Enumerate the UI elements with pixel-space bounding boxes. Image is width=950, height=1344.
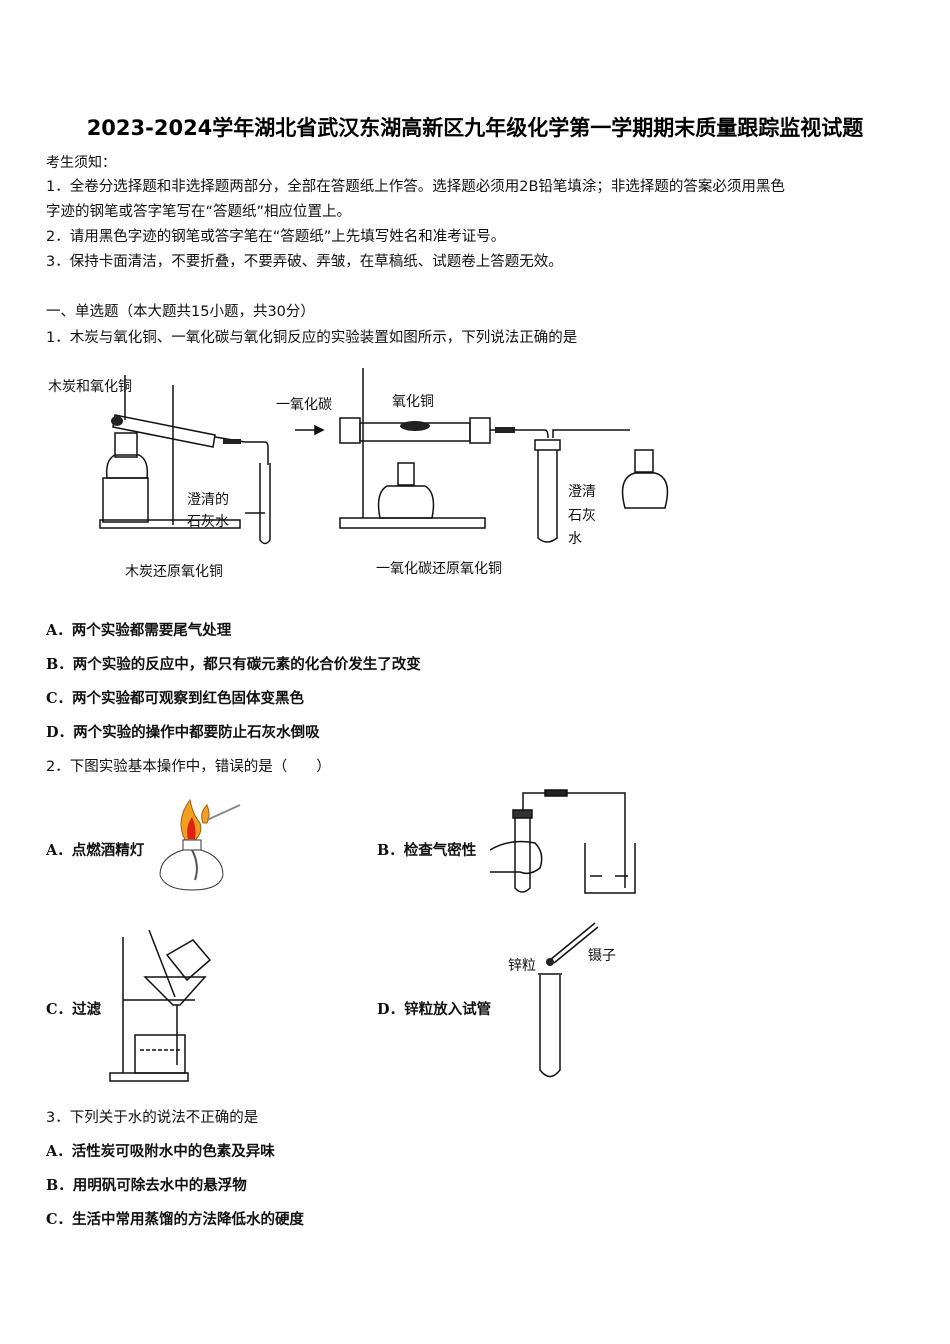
co-apparatus-icon	[295, 368, 669, 543]
q2-option-a: A．点燃酒精灯	[46, 842, 145, 859]
notice-heading: 考生须知：	[46, 155, 116, 171]
label-limewater-1: 澄清的	[187, 492, 229, 508]
notice-item-1-cont: 字迹的钢笔或答字笔写在“答题纸”相应位置上。	[46, 204, 352, 220]
q3-stem: 3．下列关于水的说法不正确的是	[46, 1110, 259, 1126]
q2-stem: 2．下图实验基本操作中，错误的是（ ）	[46, 759, 331, 775]
q3-option-c: C．生活中常用蒸馏的方法降低水的硬度	[46, 1211, 305, 1228]
q1-option-b: B．两个实验的反应中，都只有碳元素的化合价发生了改变	[46, 656, 421, 673]
label-lime-2: 石灰	[568, 508, 596, 524]
label-lime-1: 澄清	[568, 484, 596, 500]
q1-option-d: D．两个实验的操作中都要防止石灰水倒吸	[46, 724, 320, 741]
label-limewater-2: 石灰水	[187, 514, 229, 530]
section-heading: 一、单选题（本大题共15小题，共30分）	[46, 304, 315, 320]
label-cuo: 氧化铜	[392, 394, 434, 410]
q2-option-c: C．过滤	[46, 1001, 102, 1018]
q1-stem: 1．木炭与氧化铜、一氧化碳与氧化铜反应的实验装置如图所示，下列说法正确的是	[46, 330, 578, 346]
label-charcoal-cuo: 木炭和氧化铜	[48, 379, 132, 395]
label-tweezers: 镊子	[588, 948, 616, 964]
filtration-icon	[109, 929, 212, 1082]
label-co: 一氧化碳	[276, 397, 332, 413]
charcoal-apparatus-icon	[99, 375, 271, 545]
test-tube-zinc-icon	[538, 922, 599, 1078]
caption-charcoal: 木炭还原氧化铜	[125, 564, 223, 580]
q3-option-b: B．用明矾可除去水中的悬浮物	[46, 1177, 247, 1194]
label-lime-3: 水	[568, 531, 582, 547]
caption-co: 一氧化碳还原氧化铜	[376, 561, 502, 577]
q2-option-d: D．锌粒放入试管	[377, 1001, 492, 1018]
q2-option-b: B．检查气密性	[377, 842, 477, 859]
alcohol-lamp-icon	[159, 798, 241, 891]
notice-item-3: 3．保持卡面清洁，不要折叠，不要弄破、弄皱，在草稿纸、试题卷上答题无效。	[46, 254, 563, 270]
airtightness-check-icon	[490, 789, 636, 894]
q3-option-a: A．活性炭可吸附水中的色素及异味	[46, 1143, 275, 1160]
exam-title: 2023-2024学年湖北省武汉东湖高新区九年级化学第一学期期末质量跟踪监视试题	[86, 116, 864, 140]
notice-item-2: 2．请用黑色字迹的钢笔或答字笔在“答题纸”上先填写姓名和准考证号。	[46, 229, 506, 245]
q1-option-c: C．两个实验都可观察到红色固体变黑色	[46, 690, 305, 707]
notice-item-1: 1．全卷分选择题和非选择题两部分，全部在答题纸上作答。选择题必须用2B铅笔填涂；…	[46, 179, 785, 195]
q1-option-a: A．两个实验都需要尾气处理	[46, 622, 232, 639]
label-zinc: 锌粒	[508, 958, 536, 974]
